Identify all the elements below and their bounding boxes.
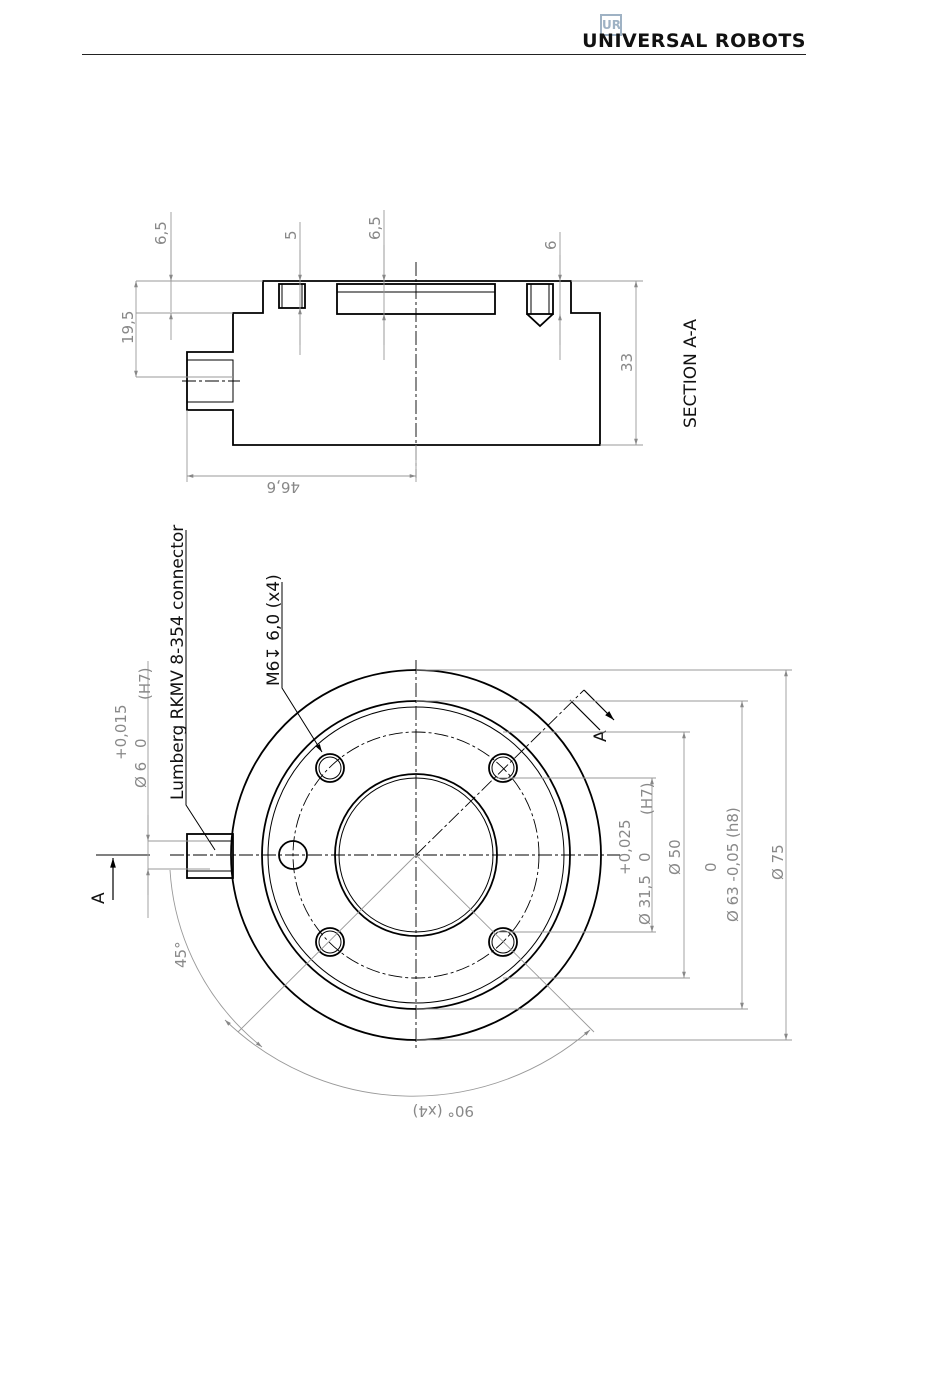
dim-19-5: 19,5 xyxy=(119,311,137,344)
dim-5: 5 xyxy=(282,230,300,240)
dim-6-tol-lower: 0 xyxy=(132,738,150,748)
threaded-hole-left xyxy=(279,284,305,308)
dim-50: Ø 50 xyxy=(666,839,684,875)
dim-6: 6 xyxy=(542,240,560,250)
section-view: 6,5 19,5 5 6,5 6 33 46,6 SECTION A-A xyxy=(119,210,701,496)
dim-31-5-fit: (H7) xyxy=(638,782,656,815)
angle-90: 90° (x4) xyxy=(413,1102,474,1120)
angle-45: 45° xyxy=(172,941,190,968)
dim-31-5-value: Ø 31,5 xyxy=(636,875,654,925)
plan-view: A A +0,015 Ø 6 0 (H7) Lumberg RKMV 8-354… xyxy=(89,525,792,1120)
dim-75: Ø 75 xyxy=(769,844,787,880)
dim-6-tol-upper: +0,015 xyxy=(112,704,130,760)
dim-6-value: Ø 6 xyxy=(132,762,150,788)
thread-label: M6↧ 6,0 (x4) xyxy=(264,574,284,686)
dim-46-6: 46,6 xyxy=(267,478,300,496)
dim-31-5-tol-upper: +0,025 xyxy=(616,819,634,875)
section-body xyxy=(187,281,600,445)
dim-33: 33 xyxy=(618,353,636,372)
section-title: SECTION A-A xyxy=(681,319,701,428)
dim-63-tol-upper: 0 xyxy=(702,862,720,872)
connector-label: Lumberg RKMV 8-354 connector xyxy=(168,525,188,800)
dim-6-5-mid: 6,5 xyxy=(366,216,384,240)
dim-31-5-tol-lower: 0 xyxy=(636,852,654,862)
dim-63-value: Ø 63 -0,05 (h8) xyxy=(724,807,742,922)
dim-6-fit: (H7) xyxy=(136,667,154,700)
dim-6-5-left: 6,5 xyxy=(152,221,170,245)
section-marker-left: A xyxy=(89,892,109,904)
